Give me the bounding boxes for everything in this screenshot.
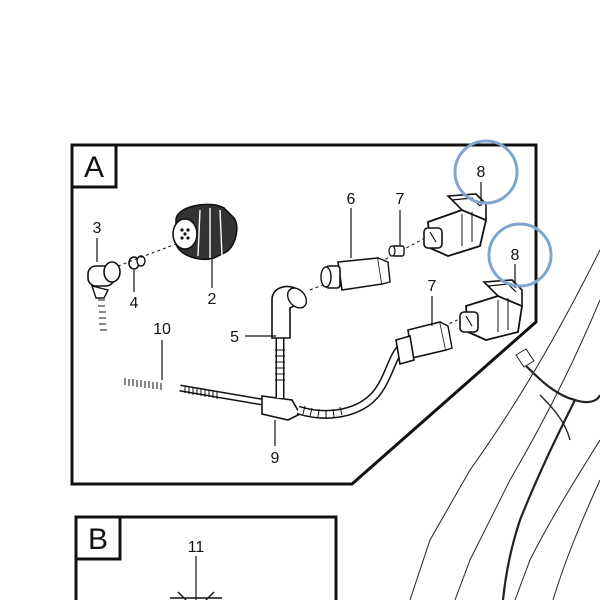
callout-11: 11 <box>188 539 205 556</box>
callout-7-lower: 7 <box>428 278 437 295</box>
hose-assembly <box>98 285 408 421</box>
connector-part-8-lower <box>459 279 523 341</box>
panel-b-letter: B <box>88 523 108 556</box>
callout-labels: 3 4 2 5 10 9 6 7 7 8 8 11 <box>93 164 520 556</box>
callout-3: 3 <box>93 220 102 237</box>
panel-b-fragment <box>170 591 222 600</box>
alignment-lines <box>117 237 467 327</box>
callout-7-upper: 7 <box>396 191 405 208</box>
seal-part-7-upper <box>388 245 405 257</box>
callout-4: 4 <box>130 295 139 312</box>
connector-part-6 <box>320 257 391 291</box>
highlight-circle-8-upper <box>453 139 519 205</box>
sensor-part-2 <box>172 203 238 260</box>
o-ring-part-4 <box>128 255 146 270</box>
leader-lines <box>96 182 516 600</box>
callout-10: 10 <box>153 321 171 338</box>
panel-b-letter-box <box>74 515 122 561</box>
callout-2: 2 <box>208 291 217 308</box>
sensor-part-3 <box>87 261 121 299</box>
panel-b-frame: B <box>74 515 338 600</box>
background-sketch <box>409 249 600 600</box>
callout-5: 5 <box>230 329 239 346</box>
callout-6: 6 <box>347 191 356 208</box>
connector-part-8-upper <box>423 193 488 257</box>
panel-a-letter: A <box>84 151 104 184</box>
callout-9: 9 <box>271 450 280 467</box>
connector-part-7-lower <box>395 321 453 366</box>
callout-8-lower: 8 <box>511 247 520 264</box>
panel-a-frame: A <box>70 143 538 486</box>
callout-8-upper: 8 <box>477 164 486 181</box>
highlight-circle-8-lower <box>487 222 553 288</box>
panel-a-letter-box <box>70 143 118 189</box>
